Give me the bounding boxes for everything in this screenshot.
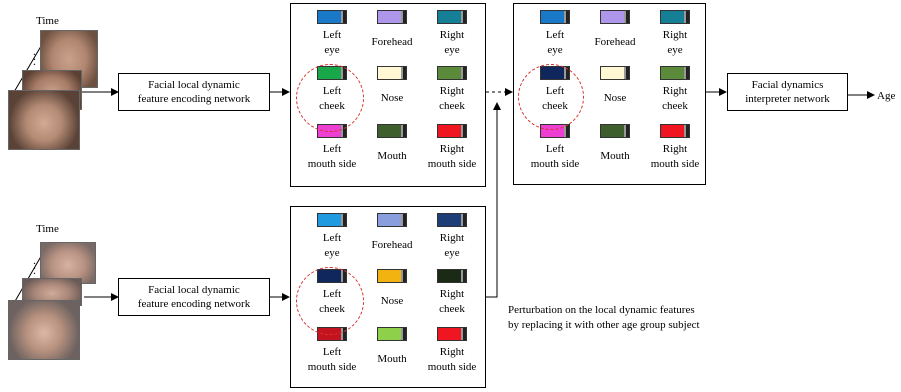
region-label: eye — [547, 44, 563, 56]
encoder-label-line1: Facial local dynamic — [148, 79, 240, 91]
region-label: cheek — [439, 303, 465, 315]
region-label: eye — [667, 44, 683, 56]
face-frame-3 — [8, 90, 80, 150]
feature-swatch — [377, 269, 407, 283]
region-label: eye — [324, 247, 340, 259]
interpreter-label-line2: interpreter network — [745, 93, 830, 105]
encoder-label-line2: feature encoding network — [137, 298, 251, 310]
encoder-network-bottom: Facial local dynamic feature encoding ne… — [118, 278, 270, 316]
region-label: Left — [322, 143, 342, 155]
left-cheek-highlight-top — [296, 64, 364, 132]
feature-swatch — [377, 327, 407, 341]
interpreter-network: Facial dynamics interpreter network — [727, 73, 848, 111]
region-label: Forehead — [371, 239, 413, 251]
encoder-label-line2: feature encoding network — [137, 93, 251, 105]
region-label: Forehead — [371, 36, 413, 48]
face-frame-6 — [8, 300, 80, 360]
region-label: Right — [662, 143, 688, 155]
age-output-label: Age — [877, 90, 896, 102]
region-label: Left — [545, 29, 565, 41]
region-label: Mouth — [377, 150, 407, 162]
region-label: Right — [439, 85, 465, 97]
region-label: Right — [439, 232, 465, 244]
region-label: Left — [322, 232, 342, 244]
time-label-top: Time — [36, 15, 59, 27]
region-label: Nose — [603, 92, 627, 104]
region-label: Right — [439, 346, 465, 358]
region-label: eye — [324, 44, 340, 56]
region-label: Right — [662, 85, 688, 97]
face-frame-4 — [40, 242, 96, 284]
region-label: Right — [662, 29, 688, 41]
region-label: Right — [439, 143, 465, 155]
feature-swatch — [437, 10, 467, 24]
feature-swatch — [317, 10, 347, 24]
region-label: mouth side — [650, 158, 700, 170]
region-label: Right — [439, 29, 465, 41]
encoder-network-top: Facial local dynamic feature encoding ne… — [118, 73, 270, 111]
ellipsis-dots-top: ... — [33, 44, 36, 68]
feature-swatch — [600, 10, 630, 24]
region-label: mouth side — [307, 361, 357, 373]
region-label: cheek — [662, 100, 688, 112]
feature-swatch — [437, 66, 467, 80]
perturbation-note-line2: by replacing it with other age group sub… — [508, 319, 700, 331]
feature-swatch — [377, 213, 407, 227]
feature-swatch — [377, 124, 407, 138]
feature-swatch — [437, 327, 467, 341]
region-label: mouth side — [427, 361, 477, 373]
feature-swatch — [600, 124, 630, 138]
perturbation-note-line1: Perturbation on the local dynamic featur… — [508, 304, 695, 316]
feature-swatch — [600, 66, 630, 80]
perturbation-path — [486, 102, 501, 298]
feature-swatch — [377, 66, 407, 80]
time-label-bottom: Time — [36, 223, 59, 235]
region-label: Forehead — [594, 36, 636, 48]
feature-swatch — [660, 66, 690, 80]
region-label: Left — [545, 143, 565, 155]
region-label: Left — [322, 346, 342, 358]
feature-swatch — [437, 124, 467, 138]
feature-swatch — [437, 269, 467, 283]
feature-swatch — [377, 10, 407, 24]
region-label: Mouth — [600, 150, 630, 162]
region-label: Nose — [380, 92, 404, 104]
region-label: eye — [444, 247, 460, 259]
feature-swatch — [317, 213, 347, 227]
encoder-label-line1: Facial local dynamic — [148, 284, 240, 296]
feature-swatch — [437, 213, 467, 227]
left-cheek-highlight-bottom — [296, 267, 364, 335]
feature-swatch — [540, 10, 570, 24]
feature-swatch — [660, 10, 690, 24]
region-label: mouth side — [307, 158, 357, 170]
ellipsis-dots-bottom: ... — [33, 253, 36, 277]
region-label: Right — [439, 288, 465, 300]
region-label: mouth side — [427, 158, 477, 170]
region-label: cheek — [439, 100, 465, 112]
region-label: Left — [322, 29, 342, 41]
region-label: eye — [444, 44, 460, 56]
left-cheek-highlight-perturbed — [518, 64, 584, 130]
feature-swatch — [660, 124, 690, 138]
region-label: mouth side — [530, 158, 580, 170]
region-label: Mouth — [377, 353, 407, 365]
region-label: Nose — [380, 295, 404, 307]
interpreter-label-line1: Facial dynamics — [751, 79, 824, 91]
